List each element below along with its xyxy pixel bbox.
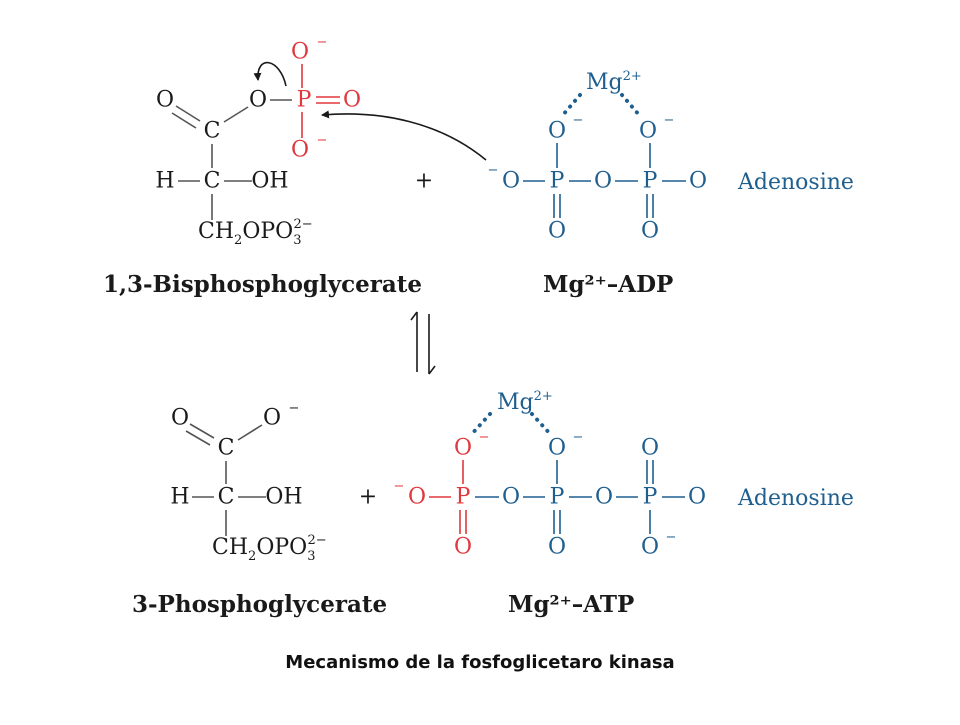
bpg-p-bottom-o: O bbox=[291, 138, 309, 163]
label-mgatp: Mg²⁺–ATP bbox=[508, 591, 634, 618]
atp-o-top-gamma: O bbox=[454, 436, 472, 461]
atp-o-top-alpha: O bbox=[641, 436, 659, 461]
atp-bridge-o-1: O bbox=[502, 485, 520, 510]
adp-mg: Mg2+ bbox=[586, 69, 642, 95]
electron-arrow-adp-attack bbox=[321, 110, 487, 161]
atp-o-top-beta-charge: − bbox=[573, 430, 584, 445]
adp-terminal-o-charge: − bbox=[488, 163, 499, 178]
label-pg3: 3-Phosphoglycerate bbox=[132, 591, 387, 618]
label-bpg: 1,3-Bisphosphoglycerate bbox=[103, 271, 422, 298]
figure-caption: Mecanismo de la fosfoglicetaro kinasa bbox=[285, 652, 675, 673]
equilibrium-arrows bbox=[410, 311, 436, 375]
pg3-ch2opo3: CH2OPO32− bbox=[212, 533, 327, 564]
mgatp-structure: Mg2+ O − O − O − O P O P O P O Adenosine… bbox=[394, 389, 854, 560]
bpg-h: H bbox=[155, 169, 174, 194]
adp-ester-o: O bbox=[689, 169, 707, 194]
atp-adenosine: Adenosine bbox=[737, 486, 854, 511]
pg3-c2: C bbox=[218, 485, 235, 510]
label-mgadp: Mg²⁺–ADP bbox=[543, 271, 673, 298]
plus-top: + bbox=[415, 169, 433, 194]
adp-bridge-o: O bbox=[594, 169, 612, 194]
bpg-carbonyl-o: O bbox=[156, 88, 174, 113]
plus-bottom: + bbox=[359, 485, 377, 510]
pg3-h: H bbox=[170, 485, 189, 510]
bpg-structure: O C O P O O − O − H C OH CH2OPO32− bbox=[155, 35, 487, 248]
bpg-p-double-o: O bbox=[343, 88, 361, 113]
atp-o-top-beta: O bbox=[548, 436, 566, 461]
atp-o-bottom-alpha-charge: − bbox=[666, 530, 677, 545]
atp-p-alpha: P bbox=[643, 485, 658, 510]
pg3-carboxylate-charge: − bbox=[289, 401, 300, 416]
bpg-p-top-o: O bbox=[291, 40, 309, 65]
bpg-oh: OH bbox=[251, 169, 288, 194]
bpg-c1: C bbox=[204, 119, 221, 144]
pg3-carbonyl-o: O bbox=[171, 406, 189, 431]
atp-o-bottom-beta: O bbox=[548, 535, 566, 560]
pg3-structure: O O − C H C OH CH2OPO32− bbox=[170, 401, 326, 564]
atp-o-top-gamma-charge: − bbox=[479, 430, 490, 445]
atp-ester-o: O bbox=[688, 485, 706, 510]
bpg-ch2opo3: CH2OPO32− bbox=[198, 217, 313, 248]
adp-adenosine: Adenosine bbox=[737, 170, 854, 195]
adp-o-top-1-charge: − bbox=[573, 113, 584, 128]
electron-arrow-o-to-p bbox=[253, 61, 287, 87]
atp-p-gamma: P bbox=[456, 485, 471, 510]
atp-bridge-o-2: O bbox=[595, 485, 613, 510]
atp-p-beta: P bbox=[550, 485, 565, 510]
pg3-carboxylate-o: O bbox=[263, 406, 281, 431]
adp-o-bottom-1: O bbox=[548, 219, 566, 244]
adp-o-bottom-2: O bbox=[641, 219, 659, 244]
adp-terminal-o: O bbox=[502, 169, 520, 194]
adp-o-top-2-charge: − bbox=[664, 113, 675, 128]
adp-mg-coord-right bbox=[620, 93, 642, 118]
adp-p-alpha: P bbox=[643, 169, 658, 194]
pg3-c1: C bbox=[218, 436, 235, 461]
atp-mg-coord-left bbox=[468, 412, 492, 438]
bpg-p-top-o-charge: − bbox=[317, 35, 328, 50]
adp-mg-coord-left bbox=[560, 93, 582, 118]
atp-o-bottom-gamma: O bbox=[454, 535, 472, 560]
pg3-oh: OH bbox=[265, 485, 302, 510]
atp-mg: Mg2+ bbox=[497, 389, 553, 415]
atp-o-bottom-alpha: O bbox=[641, 535, 659, 560]
mgadp-structure: Mg2+ O − O − − O P O P O Adenosine O O bbox=[488, 69, 854, 244]
bpg-c2: C bbox=[204, 169, 221, 194]
adp-p-beta: P bbox=[550, 169, 565, 194]
bpg-p-bottom-o-charge: − bbox=[317, 133, 328, 148]
atp-terminal-o-charge: − bbox=[394, 479, 405, 494]
atp-terminal-o: O bbox=[408, 485, 426, 510]
bpg-phosphorus: P bbox=[297, 88, 312, 113]
atp-mg-coord-right bbox=[530, 412, 554, 438]
adp-o-top-2: O bbox=[639, 119, 657, 144]
adp-o-top-1: O bbox=[548, 119, 566, 144]
bpg-bridge-o: O bbox=[249, 88, 267, 113]
